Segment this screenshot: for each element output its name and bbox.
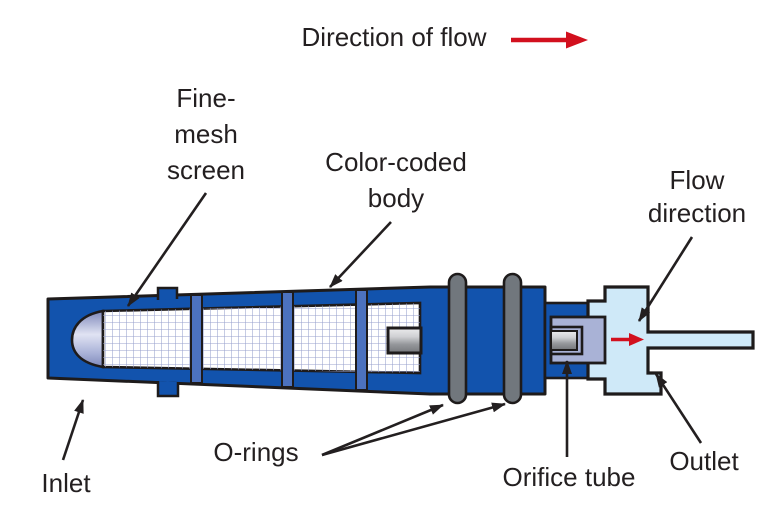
- fine-mesh-leader-arrow: [126, 192, 208, 307]
- body-rib-2: [281, 291, 294, 388]
- label-orifice-tube: Orifice tube: [503, 462, 636, 492]
- svg-text:Flow: Flow: [670, 165, 725, 195]
- svg-text:mesh: mesh: [174, 119, 238, 149]
- svg-text:direction: direction: [648, 198, 746, 228]
- internal-flow-arrow-icon: [611, 333, 644, 346]
- orifice-tube-cylinder: [550, 330, 578, 351]
- label-inlet: Inlet: [41, 468, 91, 498]
- label-direction-of-flow: Direction of flow: [302, 22, 487, 52]
- inlet-leader-arrow: [61, 399, 85, 461]
- body-top-tab: [156, 286, 179, 300]
- label-o-rings: O-rings: [213, 437, 298, 467]
- outlet-leader-arrow: [654, 373, 703, 444]
- svg-text:screen: screen: [167, 155, 245, 185]
- color-coded-leader-arrow: [329, 221, 392, 288]
- fine-mesh-screen-grid: [103, 303, 420, 373]
- o-ring-2: [502, 272, 523, 405]
- svg-text:body: body: [368, 183, 424, 213]
- body-rib-1: [190, 294, 203, 384]
- o-ring-leader-arrow-1: [321, 403, 444, 457]
- label-flow-direction: Flow direction: [648, 165, 746, 228]
- label-color-coded-body: Color-coded body: [325, 147, 467, 213]
- o-ring-1: [447, 272, 468, 405]
- screen-dome-end: [70, 309, 105, 369]
- flow-direction-leader-arrow: [637, 236, 694, 322]
- svg-text:Color-coded: Color-coded: [325, 147, 467, 177]
- svg-text:Fine-: Fine-: [176, 83, 235, 113]
- orifice-tube-inner-end: [386, 326, 423, 355]
- label-outlet: Outlet: [669, 446, 739, 476]
- body-bottom-tab: [156, 381, 180, 398]
- body-rib-3: [355, 289, 368, 391]
- direction-of-flow-arrow-icon: [511, 31, 588, 49]
- leader-arrows: [61, 192, 703, 461]
- label-fine-mesh-screen: Fine- mesh screen: [167, 83, 245, 185]
- o-ring-leader-arrow-2: [321, 402, 506, 457]
